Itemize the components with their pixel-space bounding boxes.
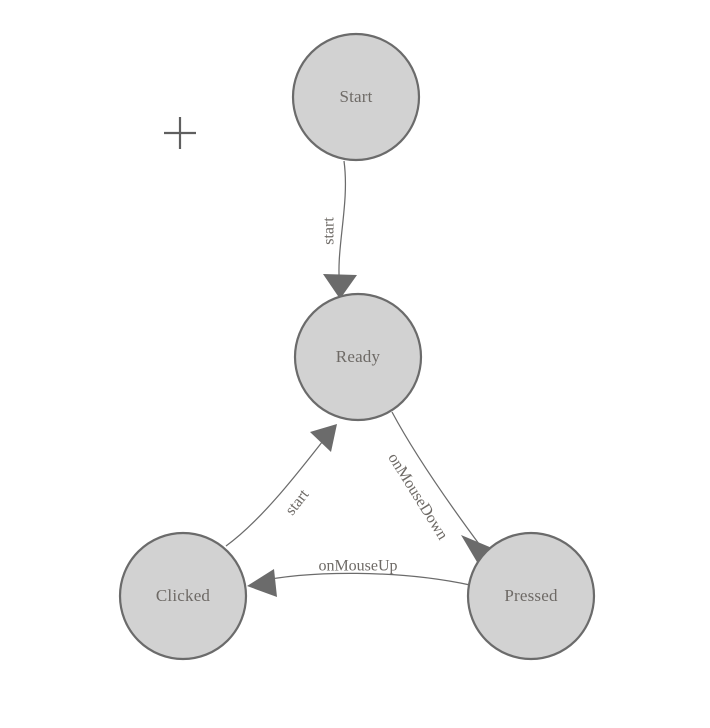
node-start-circle[interactable] xyxy=(291,32,421,162)
node-pressed-label: Pressed xyxy=(504,586,558,605)
edge-clicked-to-ready[interactable] xyxy=(225,424,337,547)
node-clicked-label: Clicked xyxy=(156,586,211,605)
node-pressed[interactable]: Pressed xyxy=(466,531,596,661)
edge-label-pressed-to-clicked: onMouseUp xyxy=(318,558,397,575)
edge-pressed-to-clicked-arrowhead xyxy=(247,569,277,597)
node-ready-label: Ready xyxy=(336,347,381,366)
edge-start-to-ready-path[interactable] xyxy=(338,160,347,289)
edge-ready-to-pressed[interactable] xyxy=(391,411,492,562)
node-ready-circle[interactable] xyxy=(293,292,423,422)
node-ready[interactable]: Ready xyxy=(293,292,423,422)
edge-ready-to-pressed-path[interactable] xyxy=(391,411,483,549)
edge-start-to-ready[interactable] xyxy=(323,160,357,299)
edge-pressed-to-clicked-path[interactable] xyxy=(254,572,471,586)
node-clicked[interactable]: Clicked xyxy=(118,531,248,661)
edge-clicked-to-ready-path[interactable] xyxy=(225,436,327,547)
node-start[interactable]: Start xyxy=(291,32,421,162)
edge-start-to-ready-arrowhead xyxy=(323,274,357,299)
crosshair-icon xyxy=(164,117,196,149)
edge-clicked-to-ready-arrowhead xyxy=(310,424,337,452)
edge-label-ready-to-pressed: onMouseDown xyxy=(384,450,451,543)
edge-label-clicked-to-ready: start xyxy=(282,486,313,519)
node-start-label: Start xyxy=(339,87,372,106)
edge-label-start-to-ready: start xyxy=(321,217,338,245)
node-clicked-circle[interactable] xyxy=(118,531,248,661)
node-pressed-circle[interactable] xyxy=(466,531,596,661)
edge-ready-to-pressed-arrowhead xyxy=(461,535,492,562)
edge-pressed-to-clicked[interactable] xyxy=(247,569,471,597)
